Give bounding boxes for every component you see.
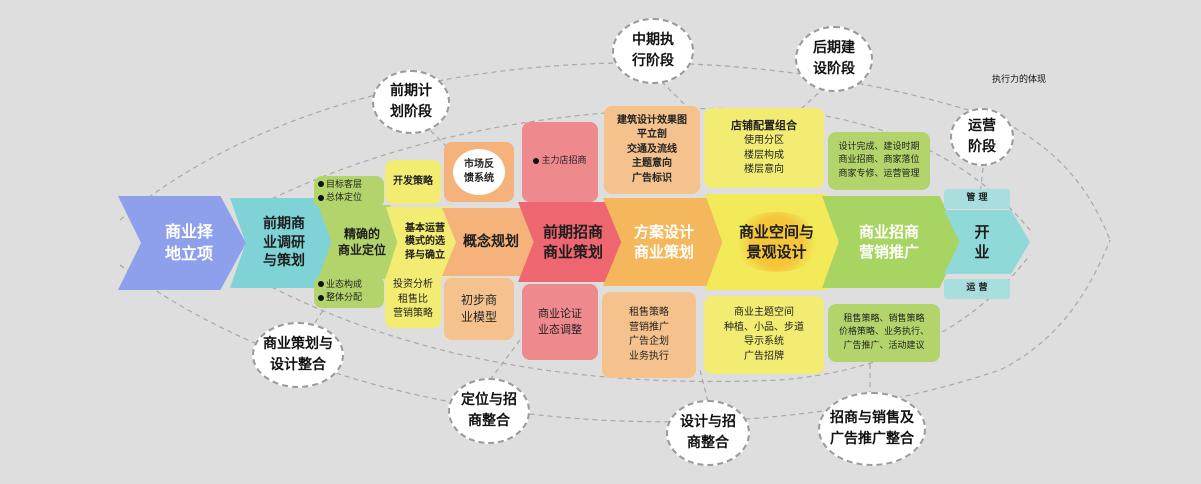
lease-strategy-box: 租售策略 营销推广 广告企划 业务执行 xyxy=(602,292,696,378)
theme-space-box: 商业主题空间 种植、小品、步道 导示系统 广告招牌 xyxy=(704,296,824,374)
bubble-mid-exec: 中期执行阶段 xyxy=(612,18,694,84)
bullet-icon xyxy=(318,194,324,201)
bubble-plan-design: 商业策划与设计整合 xyxy=(252,322,344,388)
format-box: 业态构成 整体分配 xyxy=(314,276,384,308)
arrow-scheme: 方案设计商业策划 xyxy=(603,198,733,286)
operate-box: 运 营 xyxy=(944,279,1010,299)
bullet-icon xyxy=(533,157,540,164)
bubble-position-leasing: 定位与招商整合 xyxy=(448,378,530,444)
prelim-model-box: 初步商 业模型 xyxy=(444,278,514,340)
bullet-icon xyxy=(318,181,324,188)
arrow-space: 商业空间与景观设计 xyxy=(705,194,850,290)
bubble-late-build: 后期建设阶段 xyxy=(795,26,873,92)
market-feedback-box: 市场反馈系统 xyxy=(444,142,514,202)
bubble-leasing-sales: 招商与销售及广告推广整合 xyxy=(818,392,926,466)
design-done-box: 设计完成、建设时期 商业招商、商家落位 商家专修、运营管理 xyxy=(828,132,930,190)
target-box: 目标客层 总体定位 xyxy=(314,176,384,208)
bubble-early-plan: 前期计划阶段 xyxy=(372,70,450,134)
manage-box: 管 理 xyxy=(944,189,1010,209)
invest-box: 投资分析 租售比 营销策略 xyxy=(385,272,441,328)
bubble-ops-stage: 运营阶段 xyxy=(950,108,1014,166)
dev-strategy-box: 开发策略 xyxy=(385,160,441,204)
execution-caption: 执行力的体现 xyxy=(992,75,1047,85)
bubble-design-leasing: 设计与招商整合 xyxy=(666,400,750,466)
demo-box: 商业论证 业态调整 xyxy=(522,284,598,360)
anchor-box: 主力店招商 xyxy=(522,122,598,202)
bullet-icon xyxy=(318,281,324,288)
bullet-icon xyxy=(318,294,324,301)
arrow-marketing: 商业招商营销推广 xyxy=(822,196,962,288)
sales-strategy-box: 租售策略、销售策略 价格策略、业务执行、 广告推广、活动建议 xyxy=(828,304,940,362)
arch-design-box: 建筑设计效果图 平立剖 交通及流线 主题意向 广告标识 xyxy=(604,106,700,194)
shop-config-box: 店铺配置组合 使用分区 楼层构成 楼层意向 xyxy=(704,108,824,188)
